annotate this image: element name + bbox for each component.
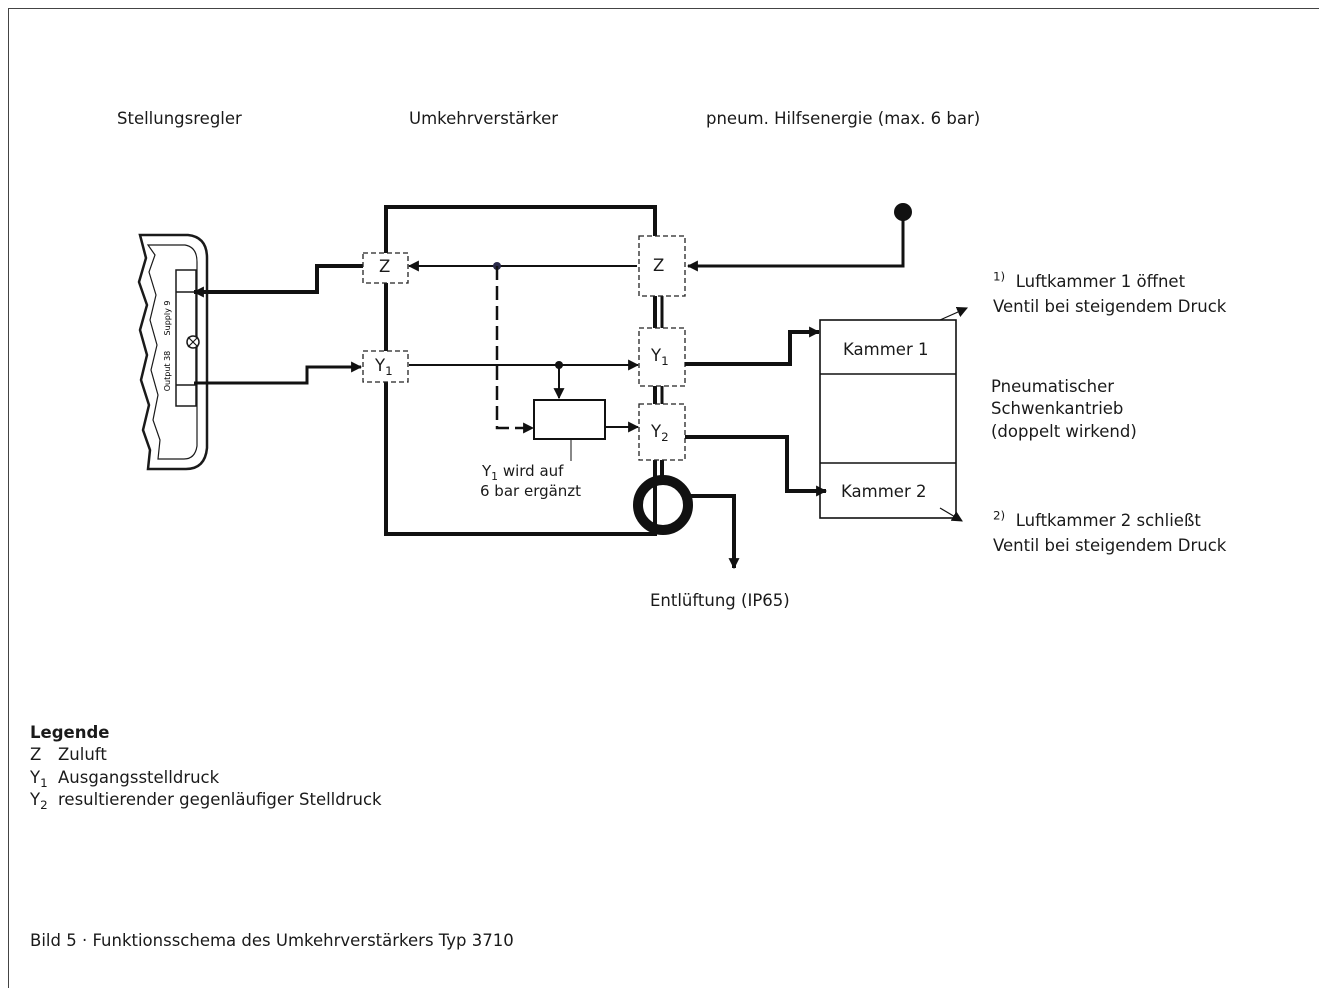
output-port-label: Output 38 bbox=[163, 351, 172, 392]
chamber1-label: Kammer 1 bbox=[843, 340, 929, 359]
supply-to-positioner-line bbox=[192, 264, 363, 298]
output-to-amplifier-line bbox=[194, 361, 363, 385]
chamber2-rotation-arrow bbox=[939, 507, 963, 522]
header-positioner: Stellungsregler bbox=[117, 109, 242, 128]
footnote-2-line1: 2) Luftkammer 2 schließt bbox=[993, 508, 1201, 530]
exhaust-line bbox=[688, 494, 740, 570]
header-amplifier: Umkehrverstärker bbox=[409, 109, 559, 128]
supply-port-label: Supply 9 bbox=[163, 301, 172, 336]
pilot-dashed-line bbox=[495, 266, 535, 434]
label-y1-left: Y1 bbox=[375, 356, 393, 379]
chamber1-rotation-arrow bbox=[939, 306, 969, 321]
actuator-name-3: (doppelt wirkend) bbox=[991, 422, 1137, 441]
exhaust-ring bbox=[633, 475, 693, 535]
footnote-2-line2: Ventil bei steigendem Druck bbox=[993, 536, 1227, 555]
legend-title: Legende bbox=[30, 723, 110, 742]
footnote-1-line1: 1) Luftkammer 1 öffnet bbox=[993, 269, 1186, 291]
port-y1-left bbox=[362, 350, 409, 383]
relay-box bbox=[533, 399, 606, 440]
page-frame bbox=[8, 8, 1319, 988]
y2-to-chamber2-line bbox=[685, 435, 828, 497]
label-y1-right: Y1 bbox=[651, 346, 669, 369]
figure-caption: Bild 5 · Funktionsschema des Umkehrverst… bbox=[30, 931, 514, 950]
actuator-body bbox=[819, 319, 957, 519]
function-diagram: Supply 9 Output 38 bbox=[137, 203, 969, 570]
chamber2-label: Kammer 2 bbox=[841, 482, 927, 501]
positioner-device: Supply 9 Output 38 bbox=[137, 233, 209, 471]
footnote-1-line2: Ventil bei steigendem Druck bbox=[993, 297, 1227, 316]
port-y2-right bbox=[638, 403, 686, 461]
exhaust-label: Entlüftung (IP65) bbox=[650, 591, 790, 610]
actuator-name-1: Pneumatischer bbox=[991, 377, 1115, 396]
label-y2-right: Y2 bbox=[651, 422, 669, 445]
label-z-right: Z bbox=[653, 256, 665, 275]
y1-to-chamber1-line bbox=[685, 326, 821, 366]
header-supply: pneum. Hilfsenergie (max. 6 bar) bbox=[706, 109, 981, 128]
port-z-right bbox=[638, 235, 686, 297]
actuator-name-2: Schwenkantrieb bbox=[991, 399, 1124, 418]
relay-note-line1: Y1 wird auf bbox=[482, 462, 564, 483]
port-y1-right bbox=[638, 327, 686, 387]
relay-note-line2: 6 bar ergänzt bbox=[480, 482, 582, 500]
supply-line bbox=[686, 220, 905, 272]
label-z-left: Z bbox=[379, 257, 391, 276]
supply-connection-dot bbox=[894, 203, 912, 221]
port-z-left bbox=[362, 252, 409, 284]
